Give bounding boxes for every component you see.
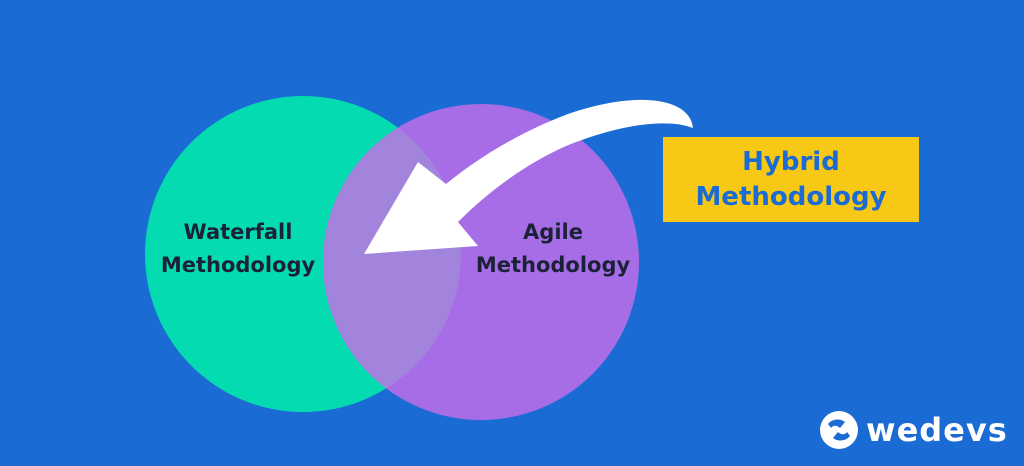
agile-label-line1: Agile: [523, 220, 583, 244]
agile-label: Agile Methodology: [462, 216, 644, 282]
waterfall-label-line1: Waterfall: [183, 220, 293, 244]
agile-label-line2: Methodology: [475, 253, 631, 277]
hybrid-callout-box: Hybrid Methodology: [663, 137, 919, 222]
overlap-region: [323, 104, 461, 412]
waterfall-label-line2: Methodology: [160, 253, 316, 277]
wedevs-logo-icon: [820, 411, 858, 449]
waterfall-label: Waterfall Methodology: [152, 216, 324, 282]
hybrid-callout-line2: Methodology: [695, 181, 887, 212]
hybrid-callout-line1: Hybrid: [742, 146, 840, 177]
brand-logo: wedevs: [818, 406, 1008, 454]
brand-name: wedevs: [866, 411, 1008, 449]
curved-arrow: [364, 99, 693, 254]
